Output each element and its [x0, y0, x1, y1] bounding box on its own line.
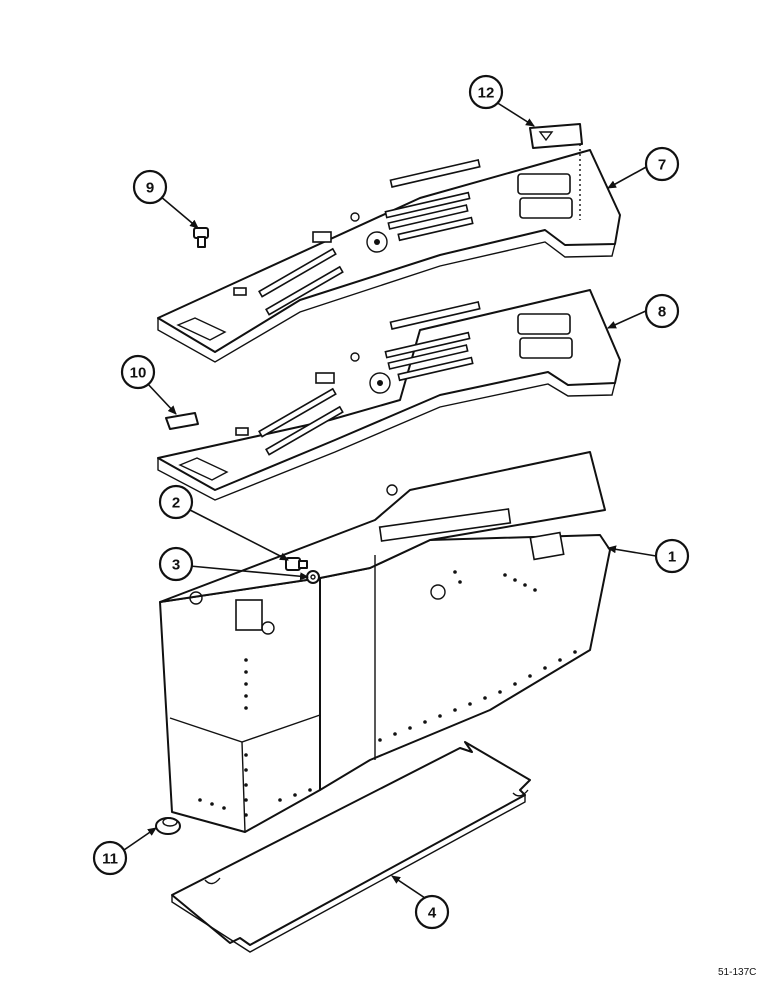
rivet-row	[198, 570, 577, 817]
pad-part	[165, 412, 199, 430]
upper-cover-plate	[157, 149, 621, 363]
callout-11: 11	[92, 840, 128, 876]
plug-part	[155, 817, 181, 835]
washer-part	[306, 570, 320, 584]
svg-text:1: 1	[668, 549, 676, 566]
svg-text:4: 4	[428, 905, 437, 922]
bottom-plate	[171, 741, 531, 953]
svg-text:2: 2	[172, 495, 180, 512]
svg-text:3: 3	[172, 557, 180, 574]
callout-1: 1	[654, 538, 690, 574]
bolt-part	[193, 227, 209, 248]
console-housing	[159, 451, 611, 833]
callout-2: 2	[158, 484, 194, 520]
svg-text:10: 10	[130, 365, 147, 382]
callout-9: 9	[132, 169, 168, 205]
lower-cover-plate	[157, 289, 621, 501]
callout-12: 12	[468, 74, 504, 110]
svg-text:11: 11	[102, 851, 118, 868]
svg-text:7: 7	[658, 157, 666, 174]
callout-10: 10	[120, 354, 156, 390]
svg-text:12: 12	[478, 85, 495, 102]
leader-lines	[123, 101, 657, 901]
stud-part	[285, 557, 308, 571]
callout-4: 4	[414, 894, 450, 930]
drawing-code: 51-137C	[718, 967, 756, 978]
callout-3: 3	[158, 546, 194, 582]
svg-text:8: 8	[658, 304, 666, 321]
decal-label-part	[529, 123, 583, 220]
callout-8: 8	[644, 293, 680, 329]
svg-text:9: 9	[146, 180, 154, 197]
callout-7: 7	[644, 146, 680, 182]
